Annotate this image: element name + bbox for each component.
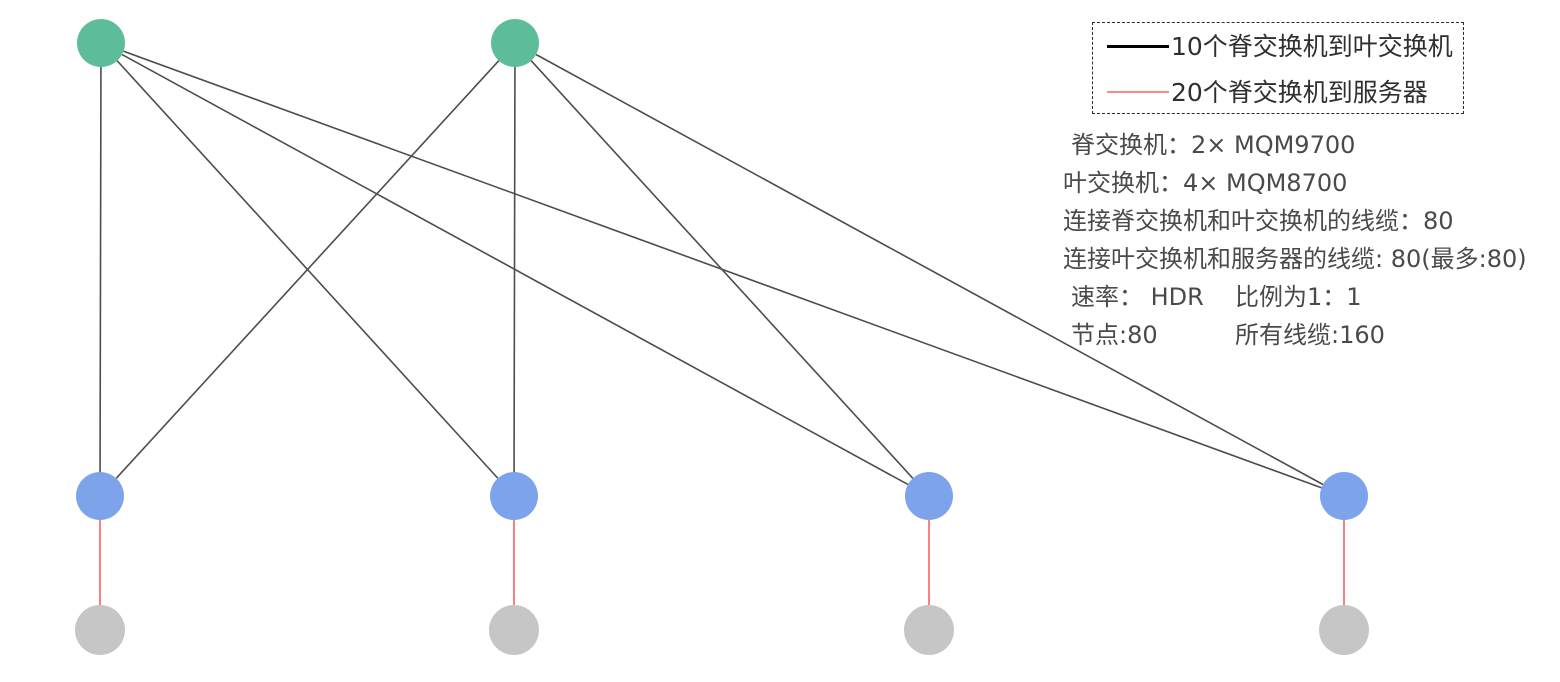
summary-nodes: 节点:80 [1071,321,1158,349]
summary-ratio: 比例为1：1 [1235,283,1362,311]
summary-speed: 速率： HDR [1071,283,1204,311]
summary-speed-ratio-row: 速率： HDR 比例为1：1 [1063,278,1560,316]
summary-spine-switch: 脊交换机：2× MQM9700 [1071,131,1356,159]
summary-leaf-switch: 叶交换机：4× MQM8700 [1063,169,1348,197]
legend-item-spine-to-server: 20个脊交换机到服务器 [1093,69,1463,115]
legend-label-spine-to-leaf: 10个脊交换机到叶交换机 [1171,31,1453,61]
spine-node-spine-1[interactable] [77,19,125,67]
legend-line-icon-spine-to-server [1107,91,1169,93]
summary-spine-leaf-cables: 连接脊交换机和叶交换机的线缆：80 [1063,207,1454,235]
link-spine-2-to-leaf-4 [535,53,1324,486]
legend-item-spine-to-leaf: 10个脊交换机到叶交换机 [1093,23,1463,69]
link-spine-2-to-leaf-1 [115,60,500,479]
node-layer [75,19,1369,655]
leaf-node-leaf-4[interactable] [1320,472,1368,520]
link-spine-1-to-leaf-1 [99,66,102,473]
link-spine-2-to-leaf-2 [513,66,516,473]
topology-summary: 脊交换机：2× MQM9700 叶交换机：4× MQM8700 连接脊交换机和叶… [1063,126,1560,354]
spine-node-spine-2[interactable] [491,19,539,67]
leaf-node-leaf-2[interactable] [490,472,538,520]
leaf-server-link-layer [99,520,1345,605]
leaf-node-leaf-3[interactable] [905,472,953,520]
summary-nodes-cables-row: 节点:80 所有线缆:160 [1063,316,1560,354]
server-node-server-2[interactable] [489,605,539,655]
spine-leaf-link-layer [99,50,1324,489]
server-node-server-1[interactable] [75,605,125,655]
leaf-node-leaf-1[interactable] [76,472,124,520]
server-node-server-3[interactable] [904,605,954,655]
summary-leaf-server-cables: 连接叶交换机和服务器的线缆: 80(最多:80) [1063,245,1527,273]
legend-label-spine-to-server: 20个脊交换机到服务器 [1171,77,1428,107]
summary-total-cables: 所有线缆:160 [1235,321,1385,349]
link-spine-2-to-leaf-3 [530,60,914,479]
legend: 10个脊交换机到叶交换机 20个脊交换机到服务器 [1092,22,1464,114]
legend-line-icon-spine-to-leaf [1107,44,1169,48]
server-node-server-4[interactable] [1319,605,1369,655]
